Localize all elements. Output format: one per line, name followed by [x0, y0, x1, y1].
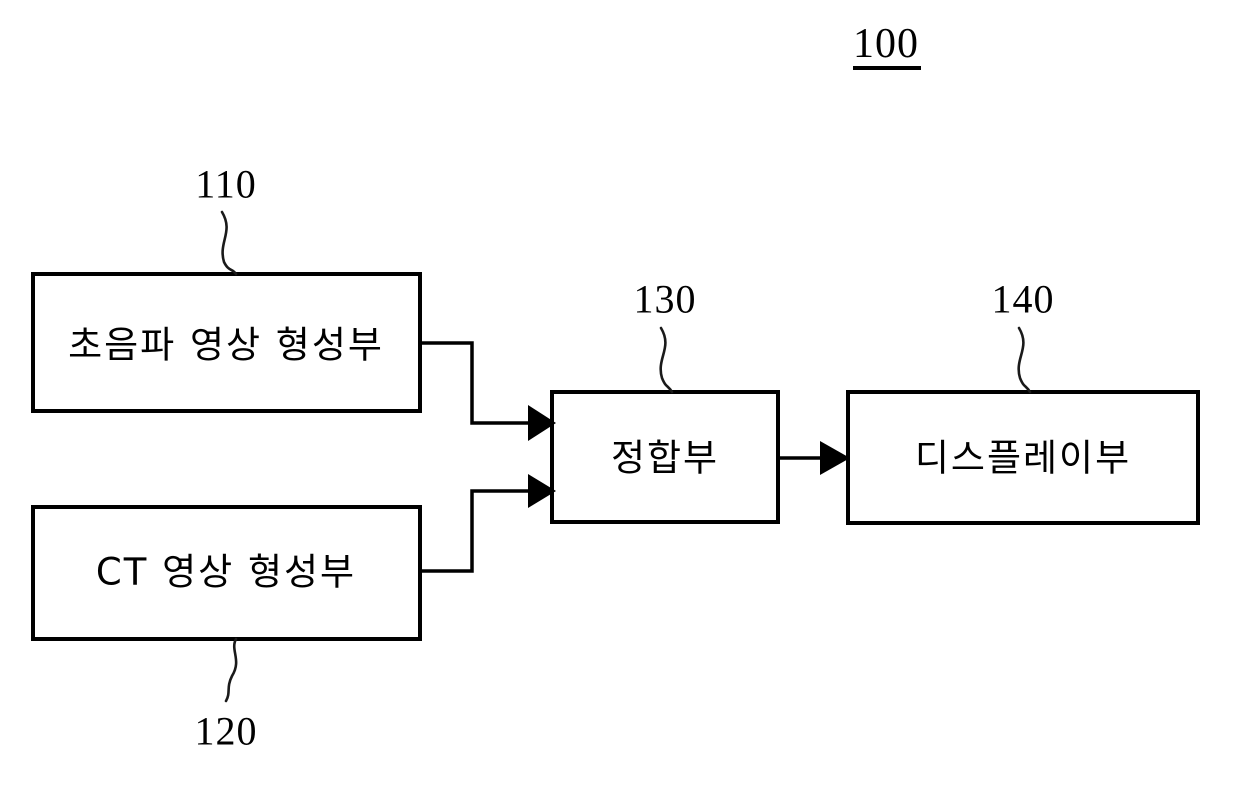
- block-registration-unit[interactable]: 정합부: [550, 390, 780, 524]
- leader-line-120: [224, 637, 238, 703]
- connector-120-to-130: [420, 474, 556, 573]
- block-120-label: CT 영상 형성부: [96, 551, 356, 594]
- block-ultrasound-image-former[interactable]: 초음파 영상 형성부: [31, 272, 422, 413]
- ref-leader-110: 110: [195, 162, 257, 276]
- figure-reference-number: 100: [853, 21, 921, 70]
- leader-line-110: [220, 210, 238, 276]
- block-130-rect[interactable]: [550, 390, 780, 524]
- block-110-label: 초음파 영상 형성부: [68, 324, 384, 367]
- ref-number-140: 140: [992, 277, 1055, 322]
- arrow-head-110-130: [528, 405, 556, 441]
- ref-leader-120: 120: [195, 637, 258, 754]
- block-120-rect[interactable]: [31, 505, 422, 641]
- block-130-label: 정합부: [611, 437, 719, 480]
- arrow-head-120-130: [528, 474, 556, 508]
- ref-number-120: 120: [195, 709, 258, 754]
- arrow-head-130-140: [820, 441, 850, 475]
- leader-line-140: [1017, 326, 1032, 394]
- block-140-rect[interactable]: [846, 390, 1200, 525]
- connector-110-to-130: [420, 341, 556, 441]
- ref-leader-140: 140: [992, 277, 1055, 394]
- block-display-unit[interactable]: 디스플레이부: [846, 390, 1200, 525]
- ref-number-130: 130: [634, 277, 697, 322]
- ref-leader-130: 130: [634, 277, 697, 394]
- block-140-label: 디스플레이부: [915, 437, 1131, 480]
- conn-line-110-130: [420, 341, 528, 425]
- figure-ref-text: 100: [853, 21, 919, 67]
- conn-line-120-130: [420, 489, 528, 573]
- block-ct-image-former[interactable]: CT 영상 형성부: [31, 505, 422, 641]
- leader-line-130: [659, 326, 674, 394]
- connector-130-to-140: [778, 441, 850, 475]
- ref-number-110: 110: [195, 162, 257, 207]
